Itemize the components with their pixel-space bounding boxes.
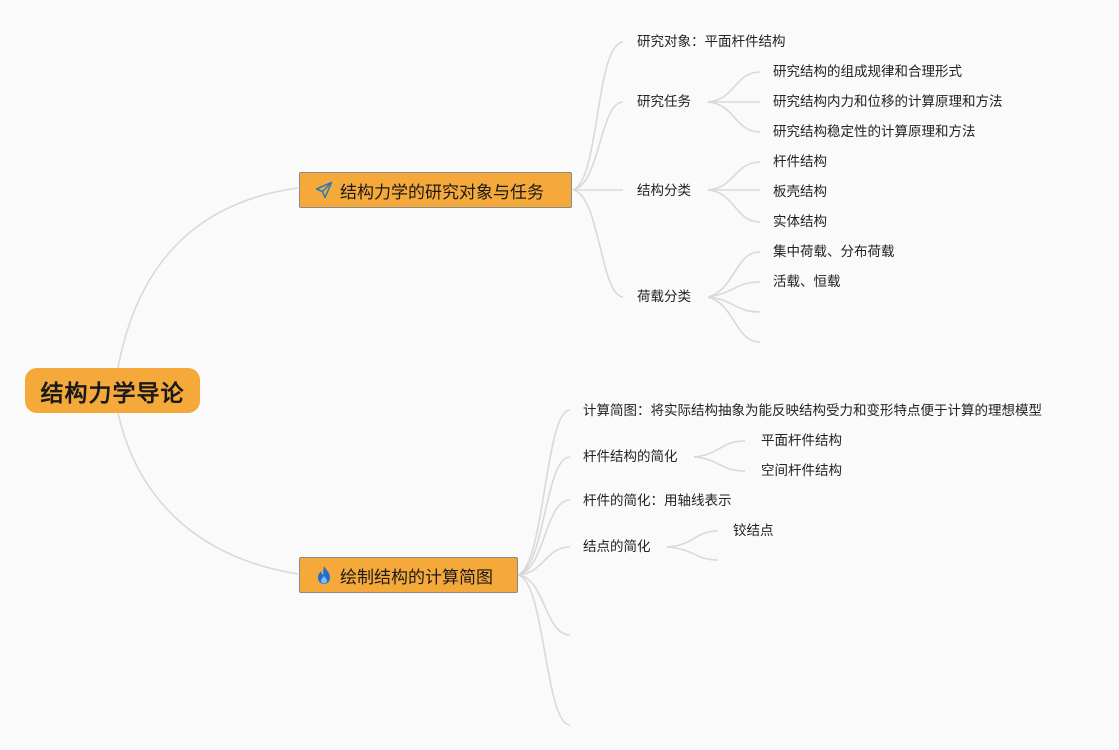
load-classification-item[interactable]: 活载、恒载 [773,274,841,290]
structure-classification-item[interactable]: 板壳结构 [773,184,827,200]
connector-member-structure-item1 [693,440,746,458]
connector-loads-item2 [707,281,761,298]
load-classification-item[interactable]: 集中荷载、分布荷载 [773,244,895,260]
connector-member-structure-item2 [693,456,746,472]
connector-root-branch2 [117,412,299,575]
connector-loads-item1 [707,251,761,298]
joint-item[interactable]: 铰结点 [733,523,774,539]
paper-plane-icon [314,180,334,200]
structure-classification-node[interactable]: 结构分类 [637,183,691,199]
connector-branch2-empty2 [517,574,571,726]
connector-loads-empty1 [707,296,761,313]
computation-diagram-definition[interactable]: 计算简图：将实际结构抽象为能反映结构受力和变形特点便于计算的理想模型 [583,403,1042,419]
connector-root-branch1 [117,187,299,369]
connector-branch2-joint [517,546,571,576]
connector-branch2-definition [517,409,571,576]
structure-classification-item[interactable]: 实体结构 [773,214,827,230]
member-structure-simplification-node[interactable]: 杆件结构的简化 [583,449,678,465]
connector-branch1-object [572,41,624,191]
connector-loads-empty2 [707,296,761,343]
research-task-item[interactable]: 研究结构的组成规律和合理形式 [773,64,962,80]
member-simplification-node[interactable]: 杆件的简化：用轴线表示 [583,493,732,509]
connector-classification-item1 [707,161,761,191]
member-structure-item[interactable]: 平面杆件结构 [761,433,842,449]
branch-node-research[interactable]: 结构力学的研究对象与任务 [299,172,572,208]
joint-simplification-node[interactable]: 结点的简化 [583,539,651,555]
root-node[interactable]: 结构力学导论 [25,368,200,413]
member-structure-item[interactable]: 空间杆件结构 [761,463,842,479]
structure-classification-item[interactable]: 杆件结构 [773,154,827,170]
research-object-node[interactable]: 研究对象：平面杆件结构 [637,34,786,50]
branch-node-diagram[interactable]: 绘制结构的计算简图 [299,557,518,593]
connector-classification-item3 [707,189,761,223]
connector-branch1-task [572,101,624,191]
connector-branch2-member [517,499,571,576]
connector-task-item3 [707,101,761,133]
connector-branch2-member-structure [517,456,571,576]
research-task-node[interactable]: 研究任务 [637,94,691,110]
research-task-item[interactable]: 研究结构稳定性的计算原理和方法 [773,124,976,140]
connector-branch1-loads [572,189,624,298]
research-task-item[interactable]: 研究结构内力和位移的计算原理和方法 [773,94,1003,110]
connector-branch2-empty1 [517,574,571,636]
branch-research-title: 结构力学的研究对象与任务 [340,182,544,203]
connector-joint-empty1 [666,546,719,561]
fire-icon [314,565,334,585]
load-classification-node[interactable]: 荷载分类 [637,289,691,305]
branch-diagram-title: 绘制结构的计算简图 [340,567,493,588]
connector-joint-item1 [666,530,719,548]
connector-task-item1 [707,71,761,103]
